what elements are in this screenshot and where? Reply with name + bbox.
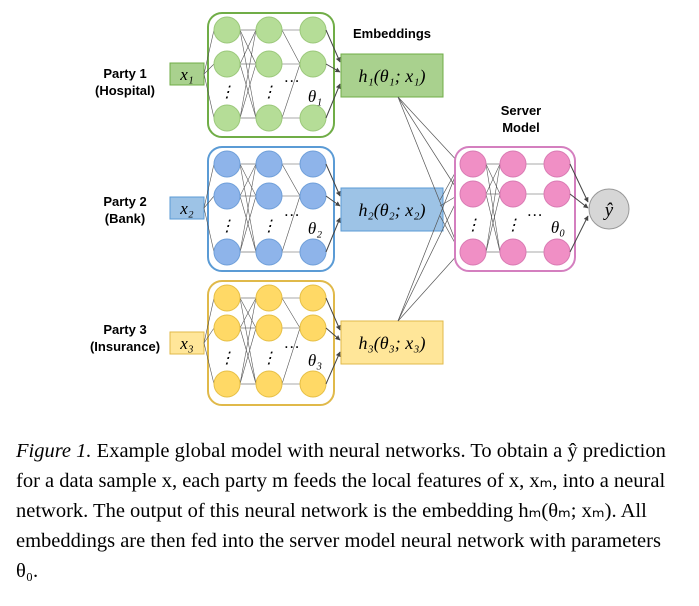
party-3-input-label: x₃ [179, 334, 194, 353]
party-1-vdots-2: ⋮ [261, 84, 277, 101]
party-3-nodes [213, 284, 327, 398]
figure-caption: Figure 1. Example global model with neur… [16, 436, 684, 586]
party-1-org: (Hospital) [95, 83, 155, 98]
embedding-2-label: h₂(θ₂; x₂) [358, 200, 425, 221]
embedding-to-server-connections [397, 96, 461, 322]
output-label: ŷ [603, 200, 614, 221]
server-network-box [454, 146, 576, 272]
server-to-output-arrows [569, 163, 589, 253]
party-3-theta: θ₃ [308, 351, 322, 370]
embedding-1-box [340, 53, 444, 98]
party-2-org: (Bank) [105, 211, 145, 226]
party-2-group: Party 2 (Bank) x₂ ⋮ ⋮ … θ₂ [103, 146, 341, 272]
party-2-nodes [213, 150, 327, 266]
figure-caption-label: Figure 1. [16, 440, 92, 462]
embedding-2-box [340, 187, 444, 232]
server-title-line2: Model [502, 120, 540, 135]
party-2-name: Party 2 [103, 194, 146, 209]
party-1-nodes [213, 16, 327, 132]
party-1-vdots-1: ⋮ [219, 84, 235, 101]
party-3-vdots-1: ⋮ [219, 350, 235, 367]
party-1-hdots: … [285, 69, 299, 86]
server-hdots: … [528, 203, 542, 220]
party-3-group: Party 3 (Insurance) x₃ ⋮ ⋮ … θ₃ [90, 280, 341, 406]
party-1-group: Party 1 (Hospital) x₁ ⋮ ⋮ … θ₁ [95, 12, 341, 138]
server-theta: θ₀ [551, 218, 565, 237]
party-3-name: Party 3 [103, 322, 146, 337]
server-vdots-1: ⋮ [465, 217, 481, 234]
party-1-theta: θ₁ [308, 87, 322, 106]
party-2-vdots-2: ⋮ [261, 218, 277, 235]
server-nodes [459, 150, 571, 266]
output-node [588, 188, 630, 230]
party-1-input-label: x₁ [179, 65, 193, 84]
vertical-federated-learning-diagram: Party 1 (Hospital) x₁ ⋮ ⋮ … θ₁ Party 2 (… [90, 12, 630, 406]
party-3-vdots-2: ⋮ [261, 350, 277, 367]
embedding-1-label: h₁(θ₁; x₁) [358, 66, 425, 87]
party-3-hdots: … [285, 335, 299, 352]
embeddings-title: Embeddings [353, 26, 431, 41]
party-2-hdots: … [285, 203, 299, 220]
embedding-3-box [340, 320, 444, 365]
embedding-3-label: h₃(θ₃; x₃) [358, 333, 425, 354]
server-title-line1: Server [501, 103, 541, 118]
party-2-vdots-1: ⋮ [219, 218, 235, 235]
party-3-org: (Insurance) [90, 339, 160, 354]
server-vdots-2: ⋮ [505, 217, 521, 234]
party-2-theta: θ₂ [308, 219, 322, 238]
party-2-input-label: x₂ [179, 199, 194, 218]
party-3-network-box [207, 280, 335, 406]
party-1-name: Party 1 [103, 66, 146, 81]
figure-caption-text: Example global model with neural network… [16, 440, 666, 582]
